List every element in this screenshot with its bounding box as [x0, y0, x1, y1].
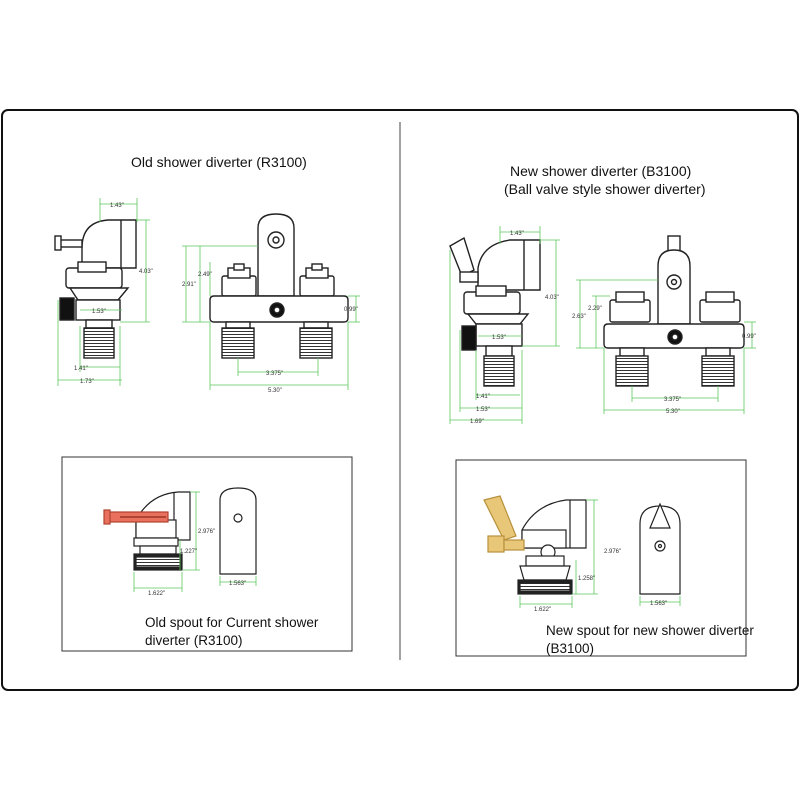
old-diverter-side-view	[54, 219, 137, 359]
new-front-center-spacing: 3.375"	[664, 397, 681, 403]
old-spout-dimensions	[133, 491, 257, 592]
new-side-base-width: 1.53"	[492, 335, 506, 341]
new-spout-height: 2.976"	[604, 549, 621, 555]
outer-frame	[1, 109, 799, 691]
new-spout-end-width: 1.563"	[650, 601, 667, 607]
new-front-overall-height: 2.63"	[572, 314, 586, 320]
old-side-base-offset: 1.41"	[74, 366, 88, 372]
old-front-dimensions	[182, 245, 360, 390]
new-spout-caption-line2: (B3100)	[546, 641, 595, 656]
new-diverter-title-line1: New shower diverter (B3100)	[510, 163, 691, 179]
old-spout-caption-line2: diverter (R3100)	[145, 633, 243, 648]
new-diverter-title-line2: (Ball valve style shower diverter)	[504, 181, 706, 197]
new-spout-side-view	[483, 495, 587, 595]
new-diverter-side-view	[449, 236, 541, 387]
old-side-top-width: 1.43"	[110, 203, 124, 209]
new-front-body-height: 0.99"	[742, 334, 756, 340]
new-spout-dimensions	[519, 499, 681, 608]
new-spout-end-view	[639, 502, 681, 595]
old-spout-box	[61, 456, 353, 652]
new-side-height: 4.03"	[545, 295, 559, 301]
old-side-overall-width: 1.73"	[80, 379, 94, 385]
new-side-top-width: 1.43"	[510, 231, 524, 237]
old-spout-end-view	[219, 487, 257, 575]
new-spout-caption-line1: New spout for new shower diverter	[546, 623, 754, 638]
old-spout-end-width: 1.563"	[229, 581, 246, 587]
new-side-base-offset: 1.41"	[476, 394, 490, 400]
old-spout-side-view	[103, 491, 191, 571]
old-side-height: 4.03"	[139, 269, 153, 275]
new-diverter-front-view	[603, 235, 745, 387]
new-front-spout-height: 2.29"	[588, 306, 602, 312]
old-spout-caption-line1: Old spout for Current shower	[145, 615, 319, 630]
old-front-center-spacing: 3.375"	[266, 371, 283, 377]
old-front-body-height: 0.99"	[344, 307, 358, 313]
old-side-base-width: 1.53"	[92, 309, 106, 315]
old-spout-height: 2.976"	[198, 529, 215, 535]
old-front-overall-height: 2.91"	[182, 282, 196, 288]
new-side-dimensions	[449, 226, 560, 424]
old-spout-base-width: 1.622"	[148, 591, 165, 597]
old-front-spout-height: 2.49"	[198, 272, 212, 278]
new-spout-lower-height: 1.258"	[578, 576, 595, 582]
old-front-overall-width: 5.30"	[268, 388, 282, 394]
old-spout-lower-height: 1.227"	[180, 549, 197, 555]
old-diverter-front-view	[209, 213, 349, 359]
new-front-overall-width: 5.30"	[666, 409, 680, 415]
new-side-mid-width: 1.53"	[476, 407, 490, 413]
new-spout-base-width: 1.622"	[534, 607, 551, 613]
new-front-dimensions	[576, 279, 756, 414]
old-side-dimensions	[57, 198, 150, 386]
old-diverter-title: Old shower diverter (R3100)	[131, 154, 307, 170]
new-spout-box	[455, 459, 747, 657]
new-side-overall-width: 1.69"	[470, 419, 484, 425]
